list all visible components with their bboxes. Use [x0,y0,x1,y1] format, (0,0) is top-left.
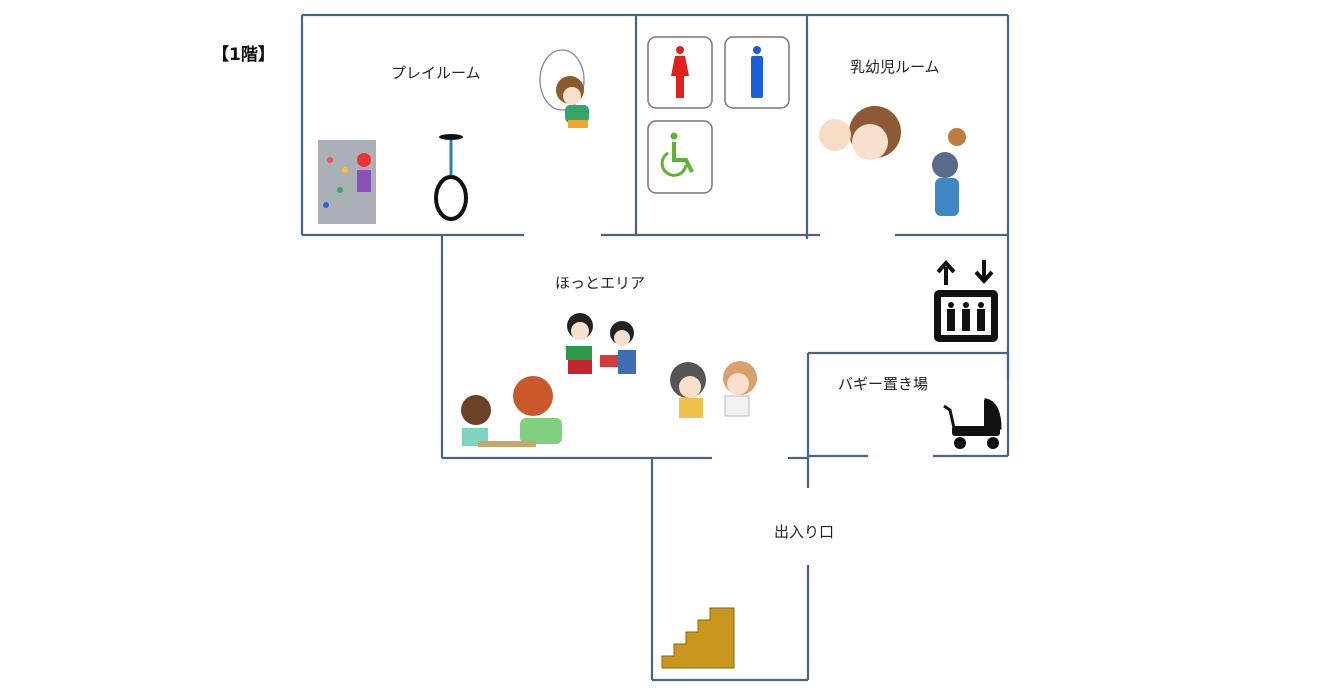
wheelchair-restroom-icon [647,120,713,194]
drawing-children-illustration [461,376,562,447]
men-restroom-icon [724,36,790,109]
elevator-icon [934,259,998,342]
walls [300,13,1010,682]
unicycle-illustration [434,134,468,221]
infant-parent-illustration [819,106,966,216]
room-label-buggy-parking: バギー置き場 [838,375,929,393]
room-label-entrance: 出入り口 [774,523,835,541]
chatting-children-illustration [670,361,757,418]
stroller-icon [943,398,1002,449]
jump-rope-child-illustration [539,49,589,128]
stairs-icon [661,607,735,669]
reading-children-illustration [566,313,636,374]
room-label-infant-room: 乳幼児ルーム [850,58,940,76]
floor-label: 【1階】 [212,45,275,65]
women-restroom-icon [647,36,713,109]
climbing-wall-illustration [318,140,376,224]
room-label-hotto-area: ほっとエリア [555,274,646,292]
room-label-play-room: プレイルーム [391,64,481,82]
